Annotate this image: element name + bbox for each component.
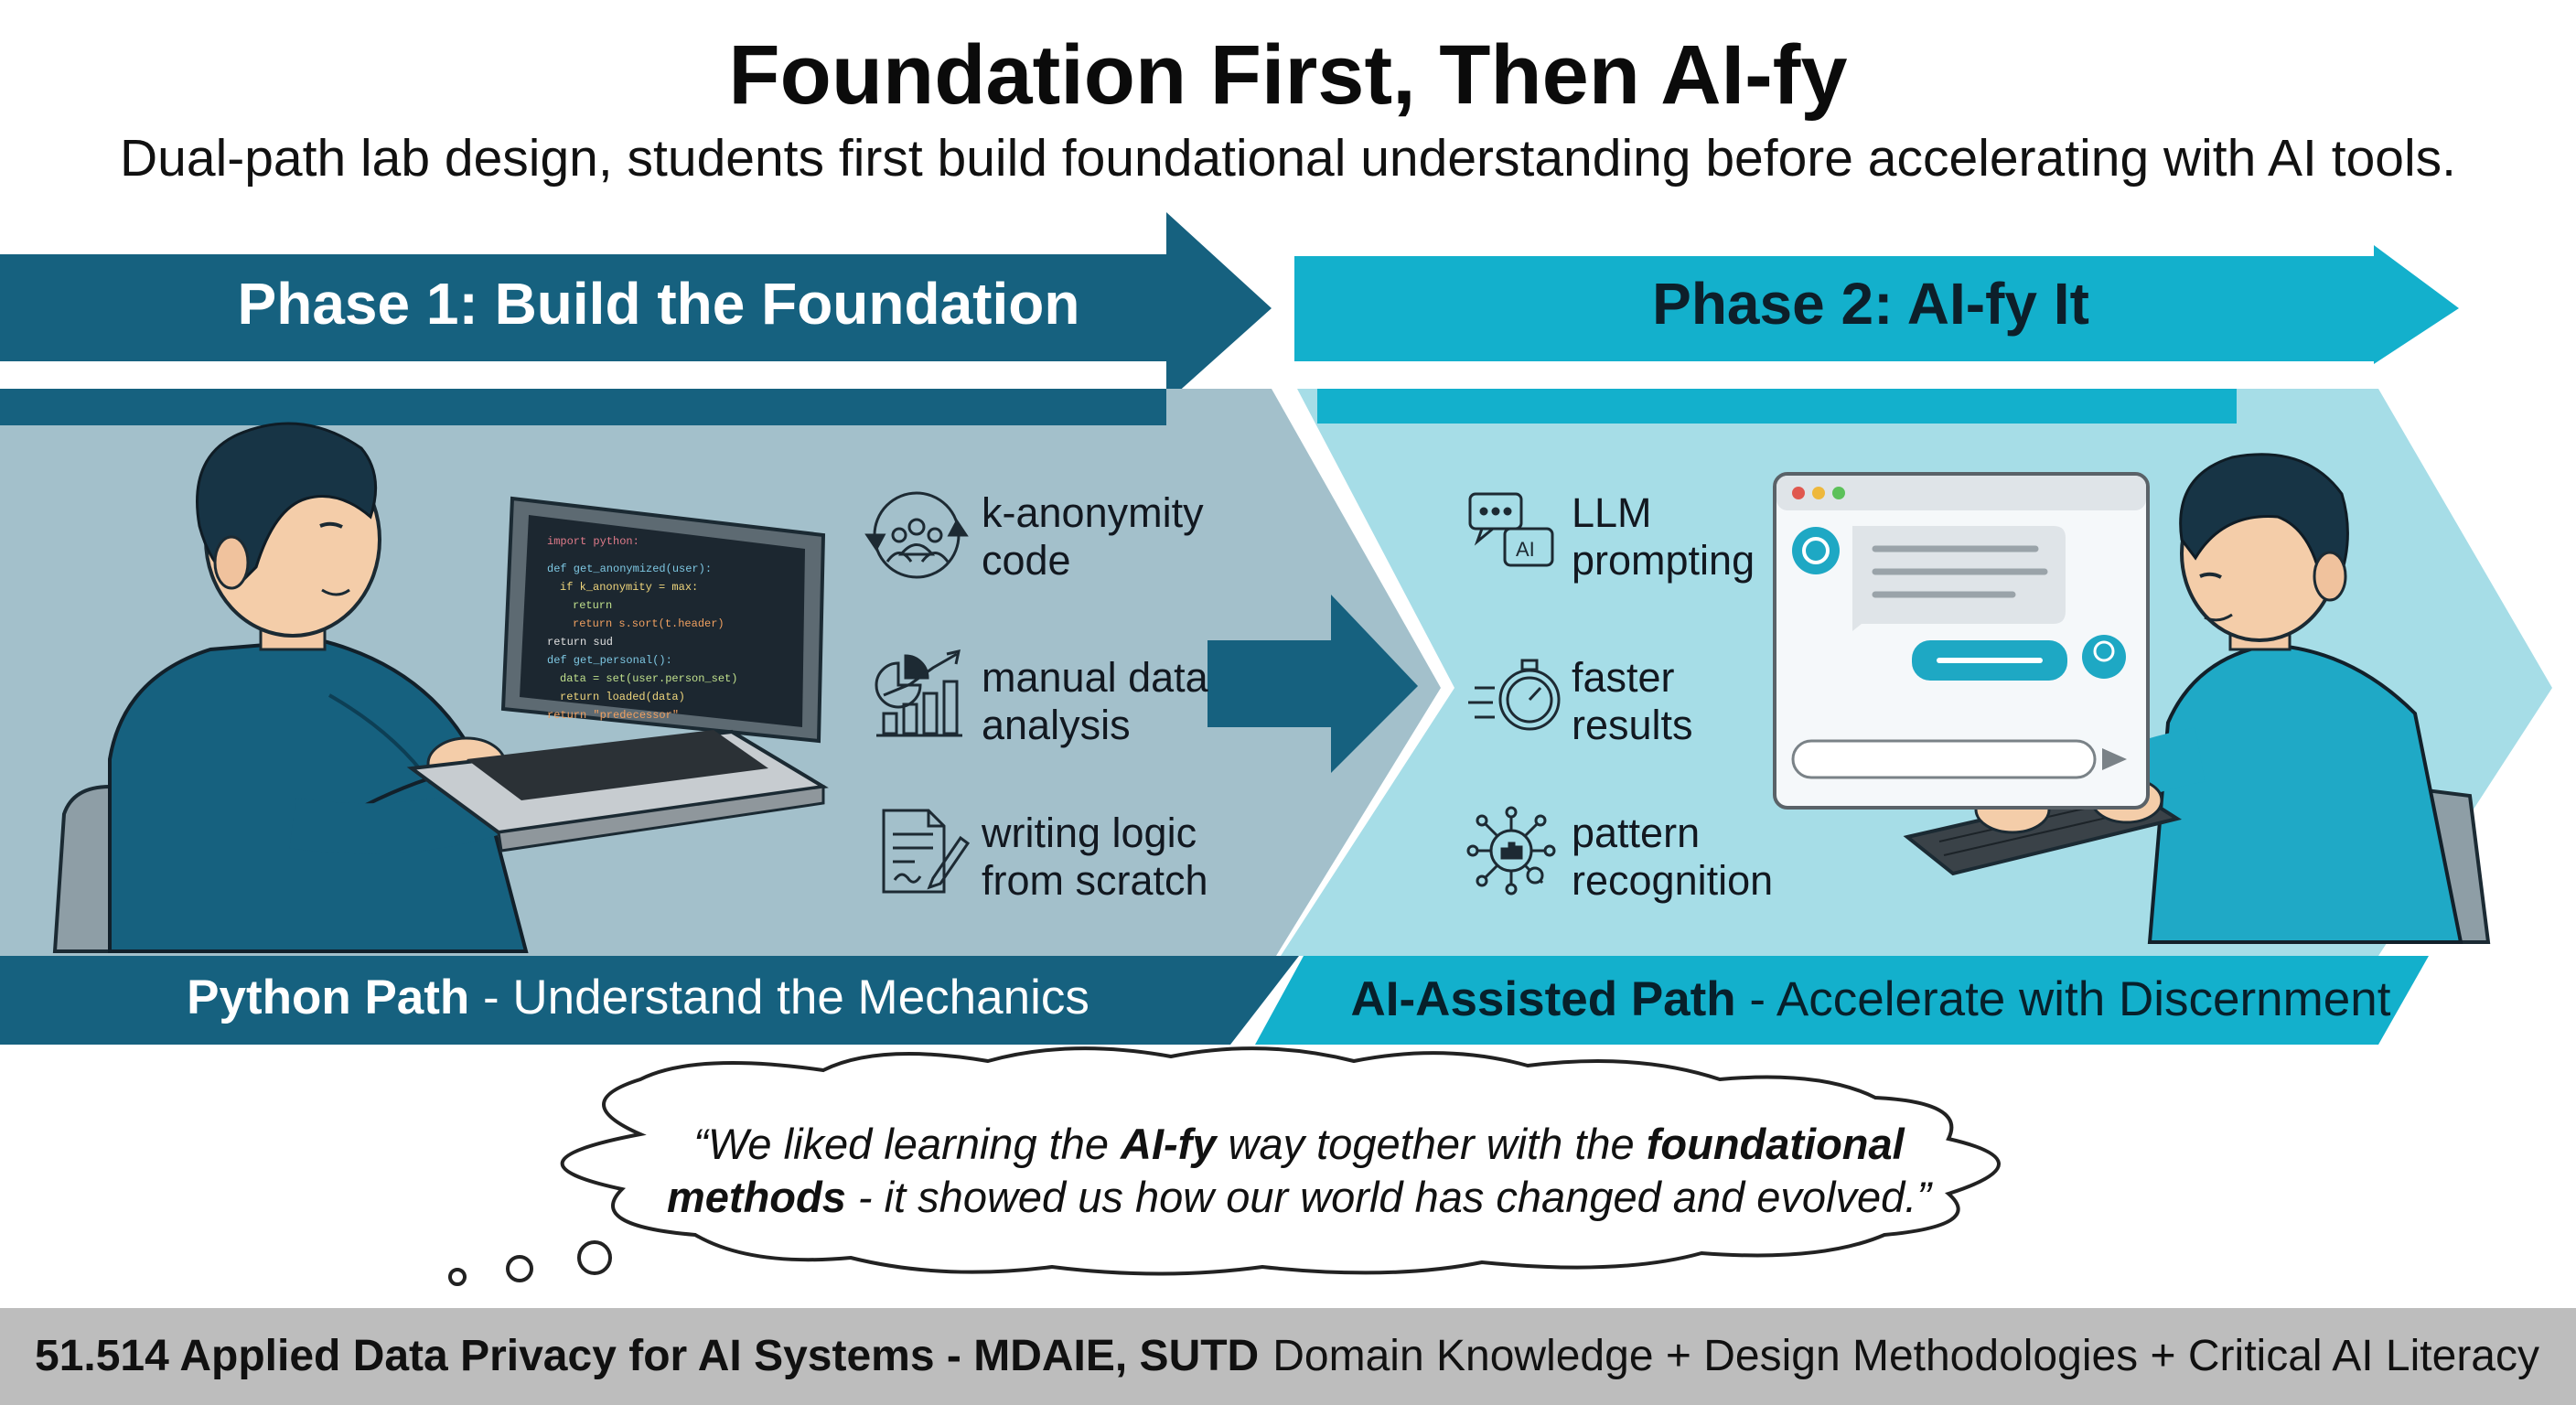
document-pen-icon	[882, 809, 971, 894]
item-line: results	[1572, 702, 1693, 748]
item-line: prompting	[1572, 537, 1755, 584]
phase2-item-llm-prompting: LLM prompting	[1572, 489, 1755, 585]
page-title: Foundation First, Then AI-fy	[728, 28, 1848, 122]
people-cycle-icon	[864, 491, 969, 579]
item-line: recognition	[1572, 857, 1774, 904]
footer-bar	[0, 1308, 2576, 1405]
quote-part: - it showed us how our world has changed…	[845, 1173, 1931, 1221]
svg-text:AI: AI	[1516, 538, 1535, 561]
phase1-footer-label: Python Path - Understand the Mechanics	[0, 970, 1276, 1025]
phase1-item-manual-analysis: manual data analysis	[982, 654, 1208, 749]
phase2-footer-label: AI-Assisted Path - Accelerate with Disce…	[1272, 971, 2470, 1027]
svg-text:return s.sort(t.header): return s.sort(t.header)	[573, 617, 724, 630]
course-label: 51.514 Applied Data Privacy for AI Syste…	[35, 1332, 1260, 1380]
course-tagline: Domain Knowledge + Design Methodologies …	[1272, 1332, 2539, 1380]
quote-part: way together with the	[1216, 1120, 1647, 1168]
item-line: analysis	[982, 702, 1131, 748]
phase2-footer-rest: - Accelerate with Discernment	[1735, 972, 2391, 1026]
item-line: pattern	[1572, 810, 1701, 856]
svg-text:def get_anonymized(user):: def get_anonymized(user):	[547, 563, 712, 575]
phase1-item-writing-logic: writing logic from scratch	[982, 810, 1208, 905]
phase1-top-strip	[0, 389, 1166, 425]
svg-text:data = set(user.person_set): data = set(user.person_set)	[560, 672, 737, 685]
item-line: faster	[1572, 654, 1675, 701]
phase1-title: Phase 1: Build the Foundation	[237, 271, 1080, 337]
quote-part: “We liked learning the	[693, 1120, 1122, 1168]
quote-emphasis: foundational methods	[667, 1120, 1905, 1221]
svg-text:return sud: return sud	[547, 636, 613, 649]
item-line: LLM	[1572, 489, 1652, 536]
quote-emphasis: AI-fy	[1121, 1120, 1217, 1168]
stopwatch-icon	[1468, 659, 1561, 731]
phase2-item-faster-results: faster results	[1572, 654, 1693, 749]
svg-text:import python:: import python:	[547, 535, 639, 548]
phase2-top-strip	[1317, 389, 2237, 424]
phase1-footer-bold: Python Path	[187, 971, 470, 1024]
svg-text:if k_anonymity = max:: if k_anonymity = max:	[560, 581, 698, 594]
phase1-footer-rest: - Understand the Mechanics	[469, 971, 1089, 1024]
quote-thought-cloud	[448, 1046, 2001, 1286]
phase2-item-pattern-recognition: pattern recognition	[1572, 810, 1773, 905]
phase2-footer-bold: AI-Assisted Path	[1350, 972, 1736, 1026]
phase1-item-k-anonymity: k-anonymity code	[982, 489, 1204, 585]
page-subtitle: Dual-path lab design, students first bui…	[120, 129, 2456, 188]
svg-text:return "predecessor": return "predecessor"	[547, 709, 679, 722]
phase2-footer-band	[1255, 956, 2429, 1045]
student-coding-illustration: import python: def get_anonymized(user):…	[52, 422, 829, 953]
student-ai-illustration	[1773, 453, 2491, 944]
chart-icon	[875, 649, 962, 737]
svg-text:return: return	[573, 599, 612, 612]
phase2-title: Phase 2: AI-fy It	[1652, 271, 2089, 337]
phase2-header-arrow	[1294, 245, 2459, 364]
item-line: k-anonymity	[982, 489, 1204, 536]
network-icon	[1466, 806, 1556, 896]
student-quote: “We liked learning the AI-fy way togethe…	[659, 1118, 1939, 1224]
chat-ai-icon: AI	[1468, 492, 1554, 567]
phase1-footer-band	[0, 956, 1299, 1045]
item-line: code	[982, 537, 1071, 584]
item-line: from scratch	[982, 857, 1208, 904]
svg-text:return loaded(data): return loaded(data)	[560, 691, 685, 703]
svg-text:def get_personal():: def get_personal():	[547, 654, 672, 667]
item-line: manual data	[982, 654, 1208, 701]
transition-arrow	[1208, 595, 1418, 773]
phase1-header-arrow	[0, 212, 1272, 402]
item-line: writing logic	[982, 810, 1197, 856]
